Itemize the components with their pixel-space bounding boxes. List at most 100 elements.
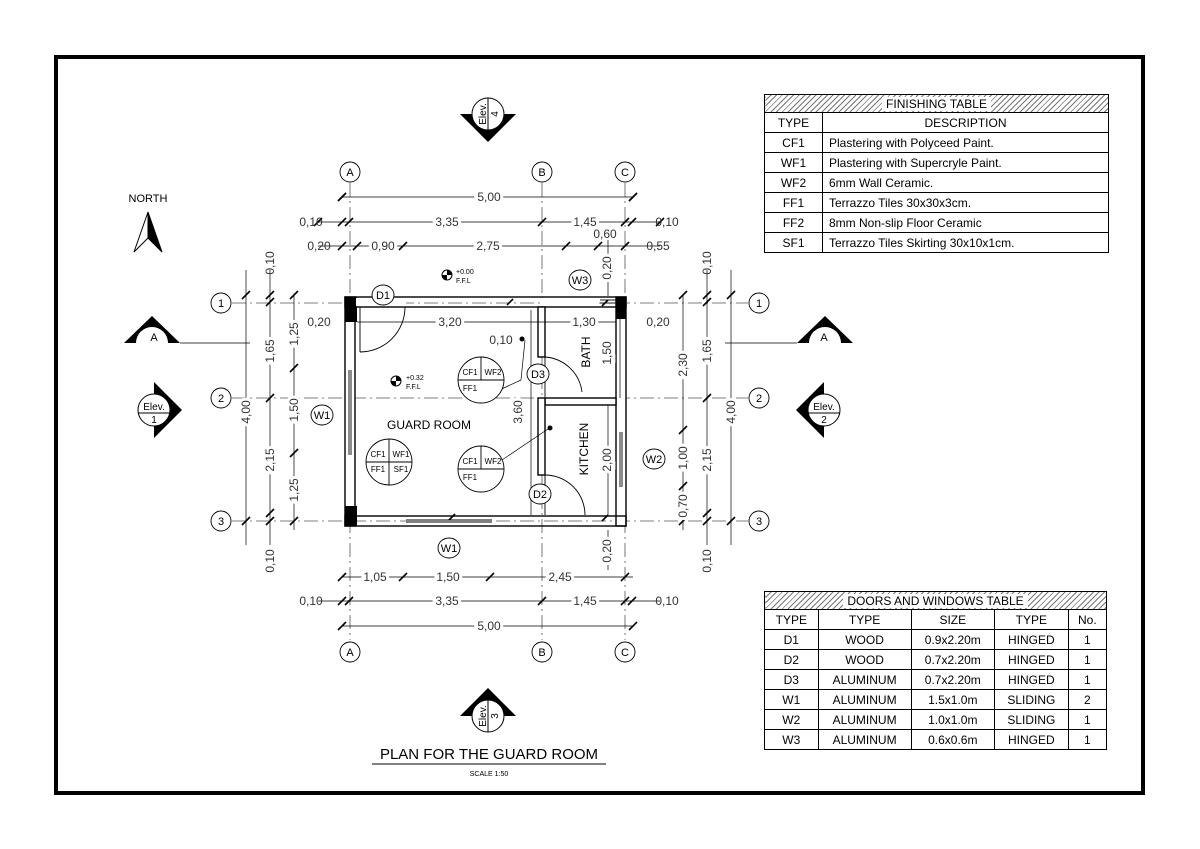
level-label: F.F.L bbox=[456, 278, 471, 285]
section-label-left: A bbox=[150, 332, 158, 344]
finish-tag-text: CF1 bbox=[462, 457, 478, 466]
table-cell: SLIDING bbox=[994, 709, 1069, 730]
dim-text: 0,70 bbox=[676, 494, 690, 518]
table-cell: D3 bbox=[764, 669, 819, 690]
dimension-ticks bbox=[241, 192, 736, 631]
table-cell: CF1 bbox=[764, 132, 823, 153]
tag-circles bbox=[310, 269, 666, 559]
table-cell: W1 bbox=[764, 689, 819, 710]
table-cell: HINGED bbox=[994, 649, 1069, 670]
elevation-number: 1 bbox=[151, 415, 157, 426]
grid-bubbles bbox=[210, 161, 770, 663]
table-cell: Terrazzo Tiles Skirting 30x10x1cm. bbox=[822, 232, 1109, 253]
dim-text: 1,65 bbox=[263, 339, 277, 363]
table-cell: Plastering with Polyceed Paint. bbox=[822, 132, 1109, 153]
dim-text: 1,50 bbox=[436, 570, 460, 584]
table-cell: D1 bbox=[764, 629, 819, 650]
grid-label-2-left: 2 bbox=[218, 393, 224, 405]
grid-label-c-bottom: C bbox=[621, 647, 629, 659]
table-cell: 0.6x0.6m bbox=[910, 729, 996, 750]
doors-header: SIZE bbox=[910, 609, 996, 630]
dim-text: 1,45 bbox=[573, 215, 597, 229]
dim-text: 1,30 bbox=[572, 315, 596, 329]
dim-text: 1,25 bbox=[287, 322, 301, 346]
finish-tag-text: WF2 bbox=[485, 368, 502, 377]
table-cell: HINGED bbox=[994, 729, 1069, 750]
level-label: F.F.L bbox=[406, 384, 421, 391]
finish-tag-text: SF1 bbox=[394, 465, 409, 474]
table-cell: 1 bbox=[1067, 649, 1108, 670]
level-value: +0.32 bbox=[406, 375, 424, 382]
table-cell: 1 bbox=[1067, 629, 1108, 650]
elevation-label: Elev. bbox=[143, 402, 165, 413]
dim-text: 0,10 bbox=[655, 594, 679, 608]
table-cell: ALUMINUM bbox=[817, 689, 912, 710]
grid-label-2-right: 2 bbox=[756, 393, 762, 405]
grid-label-1-left: 1 bbox=[218, 298, 224, 310]
tag-w2: W2 bbox=[646, 454, 663, 466]
table-cell: 2 bbox=[1067, 689, 1108, 710]
table-cell: SLIDING bbox=[994, 689, 1069, 710]
table-cell: 1 bbox=[1067, 669, 1108, 690]
elevation-number: 3 bbox=[490, 713, 501, 719]
grid-label-b-top: B bbox=[538, 167, 545, 179]
table-cell: 1.5x1.0m bbox=[910, 689, 996, 710]
interior-dims bbox=[357, 240, 621, 570]
tag-w1-left: W1 bbox=[314, 410, 331, 422]
dim-text: 0,20 bbox=[600, 256, 614, 280]
dim-text: 2,00 bbox=[600, 448, 614, 472]
finishing-header-type: TYPE bbox=[764, 112, 823, 133]
elevation-number: 2 bbox=[821, 415, 827, 426]
table-cell: 6mm Wall Ceramic. bbox=[822, 172, 1109, 193]
leader-dot bbox=[547, 425, 553, 431]
grid-label-a-bottom: A bbox=[346, 647, 354, 659]
grid-label-c-top: C bbox=[621, 167, 629, 179]
finish-tag-text: FF1 bbox=[463, 384, 478, 393]
grid-label-3-left: 3 bbox=[218, 516, 224, 528]
north-label: NORTH bbox=[129, 193, 168, 205]
dim-text: 3,60 bbox=[511, 400, 525, 424]
dim-text: 3,35 bbox=[435, 215, 459, 229]
dim-text: 3,35 bbox=[435, 594, 459, 608]
room-label-kitchen: KITCHEN bbox=[577, 423, 591, 476]
table-cell: ALUMINUM bbox=[817, 729, 912, 750]
dim-text: 1,05 bbox=[363, 570, 387, 584]
dim-top-total: 5,00 bbox=[477, 190, 501, 204]
dim-text: 0,10 bbox=[700, 549, 714, 573]
grid-label-1-right: 1 bbox=[756, 298, 762, 310]
finish-tag-circles bbox=[365, 356, 505, 493]
room-label-guard: GUARD ROOM bbox=[387, 418, 471, 432]
grid-label-b-bottom: B bbox=[538, 647, 545, 659]
dim-text: 0,10 bbox=[655, 215, 679, 229]
drawing-scale: SCALE 1:50 bbox=[470, 771, 509, 778]
dim-text: 4,00 bbox=[724, 400, 738, 424]
elevation-marker-icon bbox=[460, 97, 516, 142]
columns bbox=[345, 297, 626, 526]
elevation-label: Elev. bbox=[478, 705, 489, 727]
finish-tag-text: WF1 bbox=[393, 450, 410, 459]
dim-text: 4,00 bbox=[239, 400, 253, 424]
dim-text: 0,10 bbox=[299, 594, 323, 608]
section-mark-icon bbox=[124, 316, 250, 344]
table-cell: W3 bbox=[764, 729, 819, 750]
grid-label-3-right: 3 bbox=[756, 516, 762, 528]
sheet-border bbox=[54, 55, 1145, 795]
table-cell: Plastering with Supercryle Paint. bbox=[822, 152, 1109, 173]
dim-text: 1,50 bbox=[287, 398, 301, 422]
dim-text: 0,55 bbox=[646, 239, 670, 253]
dim-text: 1,25 bbox=[287, 478, 301, 502]
dim-text: 2,15 bbox=[263, 448, 277, 472]
north-arrow-icon bbox=[133, 211, 163, 253]
room-label-bath: BATH bbox=[579, 336, 593, 367]
table-cell: WOOD bbox=[817, 629, 912, 650]
doors-header: TYPE bbox=[764, 609, 819, 630]
table-cell: FF1 bbox=[764, 192, 823, 213]
dim-text: 0,10 bbox=[299, 215, 323, 229]
table-cell: 1 bbox=[1067, 729, 1108, 750]
